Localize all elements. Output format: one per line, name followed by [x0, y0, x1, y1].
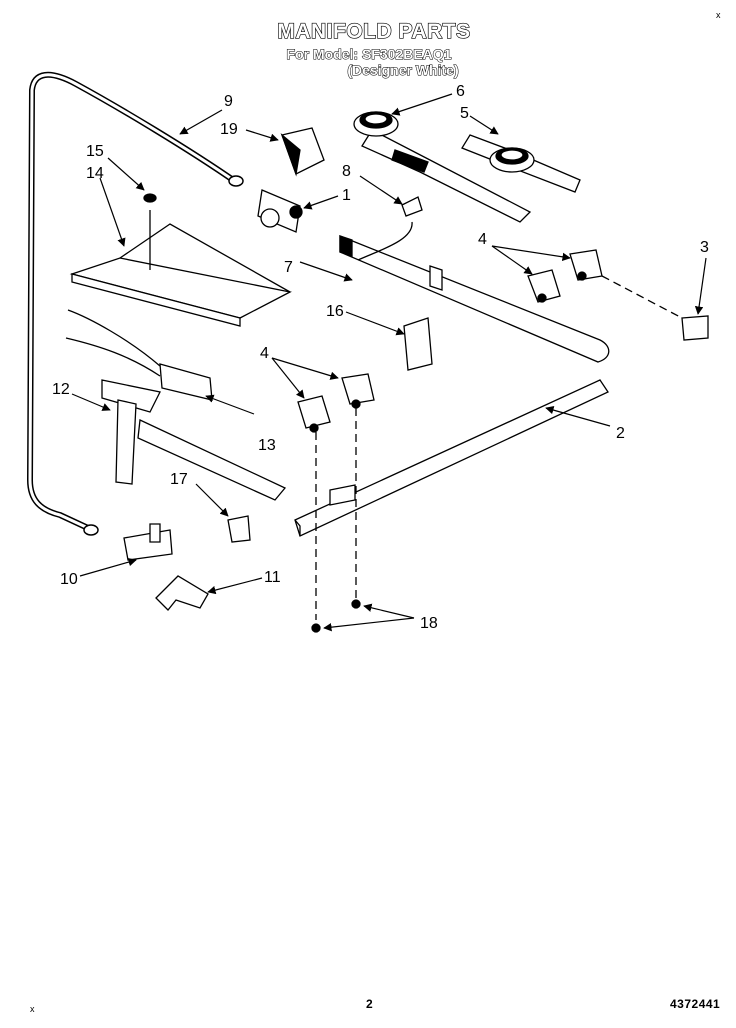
- part-9-supply-tube: [26, 72, 244, 536]
- part-19-wedge: [280, 127, 325, 177]
- part-8-clip: [401, 196, 423, 217]
- callout-9: 9: [224, 93, 233, 110]
- part-7-manifold-pipe: [339, 235, 610, 363]
- document-number: 4372441: [670, 997, 721, 1011]
- callout-4-front: 4: [260, 345, 269, 362]
- part-13-igniter-assembly: [65, 309, 213, 401]
- callout-7: 7: [284, 259, 293, 276]
- part-4-valves-front: [297, 373, 375, 433]
- diagram-title: MANIFOLD PARTS: [277, 19, 471, 43]
- callout-13: 13: [258, 437, 276, 454]
- part-2-support-bracket: [294, 379, 609, 537]
- variant-line: (Designer White): [347, 62, 459, 79]
- callout-8: 8: [342, 163, 351, 180]
- part-11-mounting-bracket: [155, 575, 209, 611]
- callout-1: 1: [342, 187, 351, 204]
- callout-2: 2: [616, 425, 625, 442]
- callout-4-rear: 4: [478, 231, 487, 248]
- callout-19: 19: [220, 121, 238, 138]
- part-1-valve: [257, 189, 303, 233]
- part-18-screws: [311, 408, 361, 633]
- callout-6: 6: [456, 83, 465, 100]
- part-17-clip: [227, 515, 251, 543]
- corner-mark-bottom-left: x: [30, 1004, 35, 1014]
- callout-5: 5: [460, 105, 469, 122]
- part-12-electrode-tube: [101, 379, 287, 501]
- callout-18: 18: [420, 615, 438, 632]
- callout-12: 12: [52, 381, 70, 398]
- part-16-ignition-module: [357, 221, 433, 371]
- callout-leaders: [71, 93, 707, 632]
- page-number: 2: [366, 997, 373, 1011]
- corner-mark-top-right: x: [716, 10, 721, 20]
- part-6-burner-tube: [353, 111, 532, 223]
- part-3-switch: [601, 275, 709, 341]
- callout-10: 10: [60, 571, 78, 588]
- callout-labels: 9 19 6 5 8 1 15 14 7 4 3 16 4 2 12 13 17…: [52, 83, 709, 632]
- model-line: For Model: SF302BEAQ1: [286, 46, 452, 63]
- callout-14: 14: [86, 165, 104, 182]
- part-10-burner-base: [123, 523, 173, 561]
- part-5-burner-tube: [461, 134, 581, 193]
- part-15-fastener: [143, 193, 157, 203]
- callout-3: 3: [700, 239, 709, 256]
- callout-16: 16: [326, 303, 344, 320]
- callout-17: 17: [170, 471, 188, 488]
- callout-11: 11: [264, 569, 281, 586]
- part-4-valves-rear: [527, 249, 603, 303]
- part-14-heat-shield: [69, 193, 292, 327]
- callout-15: 15: [86, 143, 104, 160]
